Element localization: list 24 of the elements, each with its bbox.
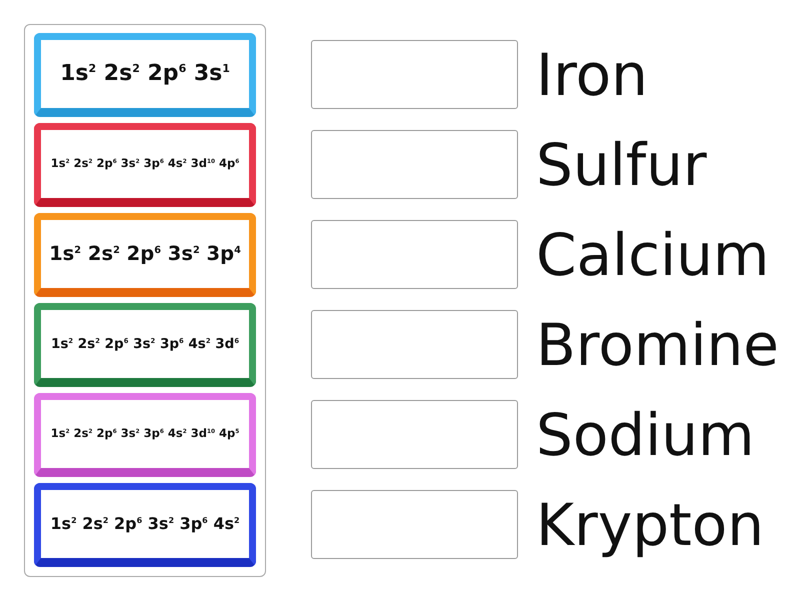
configuration-card: [34, 123, 256, 207]
answer-box: [311, 400, 518, 469]
configuration-card: [34, 393, 256, 477]
configuration-card: [34, 483, 256, 567]
configuration-card: [34, 303, 256, 387]
configuration-text: 1s$^{2}$ 2s$^{2}$ 2p$^{6}$ 3s$^{1}$: [60, 60, 230, 88]
element-name: Iron: [536, 46, 648, 104]
answer-box: [311, 40, 518, 109]
answer-box: [311, 130, 518, 199]
configuration-text: 1s$^{2}$ 2s$^{2}$ 2p$^{6}$ 3s$^{2}$ 3p$^{4}$: [49, 242, 241, 266]
answer-box: [311, 490, 518, 559]
configuration-card: [34, 213, 256, 297]
card-tray: [24, 24, 266, 577]
configuration-text: 1s$^{2}$ 2s$^{2}$ 2p$^{6}$ 3s$^{2}$ 3p$^{6}$ 4s$^{2}$: [50, 514, 240, 534]
answer-box: [311, 310, 518, 379]
element-name: Sulfur: [536, 136, 707, 194]
configuration-text: 1s$^{2}$ 2s$^{2}$ 2p$^{6}$ 3s$^{2}$ 3p$^{6}$ 4s$^{2}$ 3d$^{10}$ 4p$^{6}$: [50, 157, 240, 171]
answer-box: [311, 220, 518, 289]
element-name: Calcium: [536, 226, 770, 284]
configuration-card: [34, 33, 256, 117]
element-name: Bromine: [536, 316, 779, 374]
configuration-text: 1s$^{2}$ 2s$^{2}$ 2p$^{6}$ 3s$^{2}$ 3p$^{6}$ 4s$^{2}$ 3d$^{6}$: [50, 336, 240, 352]
configuration-text: 1s$^{2}$ 2s$^{2}$ 2p$^{6}$ 3s$^{2}$ 3p$^{6}$ 4s$^{2}$ 3d$^{10}$ 4p$^{5}$: [50, 427, 240, 441]
element-name: Sodium: [536, 406, 754, 464]
